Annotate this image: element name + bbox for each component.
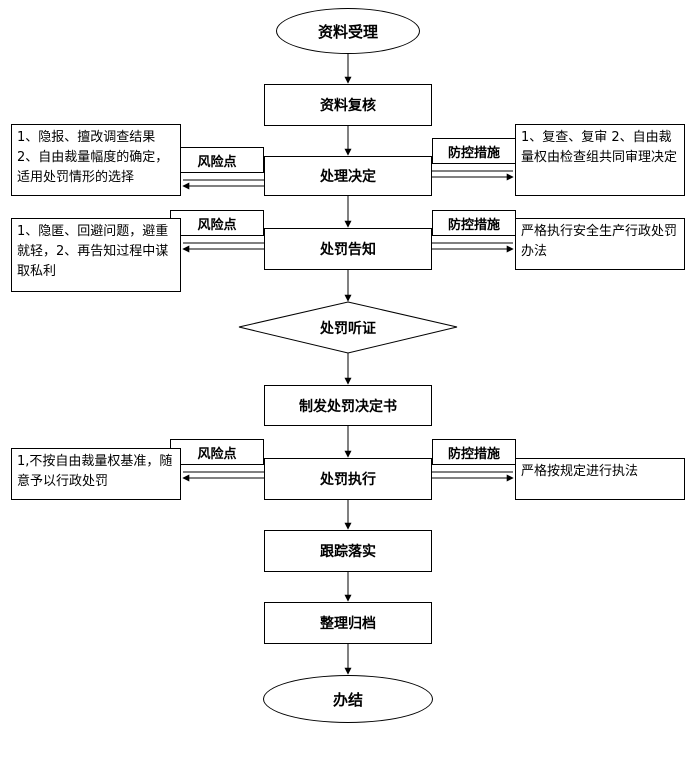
risk-label-notice: 风险点 [170, 210, 264, 236]
control-note-decision: 1、复查、复审 2、自由裁量权由检查组共同审理决定 [515, 124, 685, 196]
risk-label-decision: 风险点 [170, 147, 264, 173]
risk-note-decision: 1、隐报、擅改调查结果 2、自由裁量幅度的确定，适用处罚情形的选择 [11, 124, 181, 196]
control-note-notice: 严格执行安全生产行政处罚办法 [515, 218, 685, 270]
archive-node: 整理归档 [264, 602, 432, 644]
control-label-decision: 防控措施 [432, 138, 516, 164]
hearing-diamond [238, 301, 458, 354]
review-node: 资料复核 [264, 84, 432, 126]
issue-node: 制发处罚决定书 [264, 385, 432, 426]
notice-node: 处罚告知 [264, 228, 432, 270]
risk-label-execute: 风险点 [170, 439, 264, 465]
start-node: 资料受理 [276, 8, 420, 54]
risk-note-execute: 1,不按自由裁量权基准，随意予以行政处罚 [11, 448, 181, 500]
execute-node: 处罚执行 [264, 458, 432, 500]
risk-note-notice: 1、隐匿、回避问题，避重就轻，2、再告知过程中谋取私利 [11, 218, 181, 292]
hearing-node: 处罚听证 [320, 320, 376, 337]
control-note-execute: 严格按规定进行执法 [515, 458, 685, 500]
control-label-notice: 防控措施 [432, 210, 516, 236]
decision-node: 处理决定 [264, 156, 432, 196]
end-node: 办结 [263, 675, 433, 723]
track-node: 跟踪落实 [264, 530, 432, 572]
control-label-execute: 防控措施 [432, 439, 516, 465]
